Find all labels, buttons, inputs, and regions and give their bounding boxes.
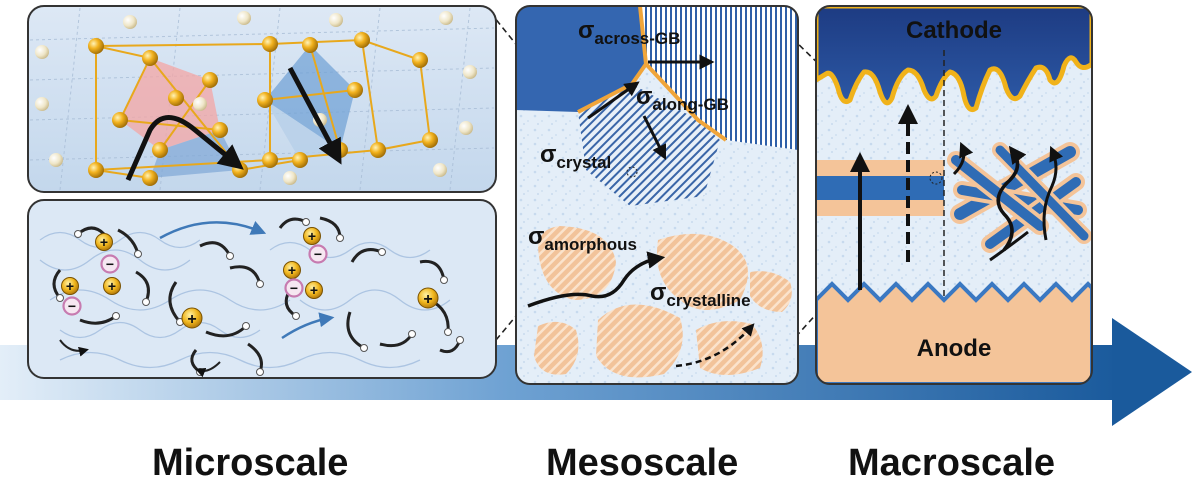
cation-icon: + [303, 227, 321, 245]
svg-text:σcrystal: σcrystal [540, 141, 611, 172]
sigma-crystalline-label: σcrystalline [650, 279, 751, 310]
anode-label: Anode [917, 335, 992, 362]
svg-text:+: + [308, 228, 316, 244]
svg-text:−: − [290, 280, 298, 296]
ion-hop-path-arrow [125, 115, 244, 182]
svg-text:σamorphous: σamorphous [528, 223, 637, 254]
anion-icon: − [62, 296, 82, 316]
anion-icon: − [284, 278, 304, 298]
svg-text:σcrystalline: σcrystalline [650, 279, 751, 310]
sigma-along-gb-label: σalong-GB [636, 83, 729, 114]
svg-text:+: + [66, 278, 74, 294]
mesoscale-label: Mesoscale [546, 442, 739, 484]
svg-text:−: − [106, 256, 114, 272]
macroscale-panel: Cathode Anode [815, 5, 1093, 385]
svg-text:+: + [423, 291, 432, 308]
microscale-label: Microscale [152, 442, 349, 484]
cation-icon: + [305, 281, 323, 299]
crystal-lattice-panel [27, 5, 497, 193]
mesoscale-panel: σacross-GB σalong-GB σcrystal σamorphous… [515, 5, 799, 385]
sigma-crystal-label: σcrystal [540, 141, 611, 172]
cathode-label: Cathode [906, 17, 1002, 44]
macroscale-label: Macroscale [848, 442, 1056, 484]
anion-icon: − [308, 244, 328, 264]
polymer-electrolyte-panel: + + + − − + + + [27, 199, 497, 379]
cation-icon: + [61, 277, 79, 295]
svg-text:+: + [100, 234, 108, 250]
cation-icon: + [103, 277, 121, 295]
ion-hop-path-arrow [287, 66, 342, 165]
svg-text:σacross-GB: σacross-GB [578, 17, 680, 48]
svg-text:+: + [187, 311, 196, 328]
svg-text:−: − [68, 298, 76, 314]
sigma-across-gb-label: σacross-GB [578, 17, 680, 48]
svg-text:+: + [288, 262, 296, 278]
svg-text:+: + [310, 282, 318, 298]
cation-icon: + [283, 261, 301, 279]
anion-icon: − [100, 254, 120, 274]
cation-icon: + [417, 287, 439, 309]
cation-icon: + [95, 233, 113, 251]
cation-icon: + [181, 307, 203, 329]
svg-text:+: + [108, 278, 116, 294]
svg-text:σalong-GB: σalong-GB [636, 83, 729, 114]
svg-text:−: − [314, 246, 322, 262]
sigma-amorphous-label: σamorphous [528, 223, 637, 254]
